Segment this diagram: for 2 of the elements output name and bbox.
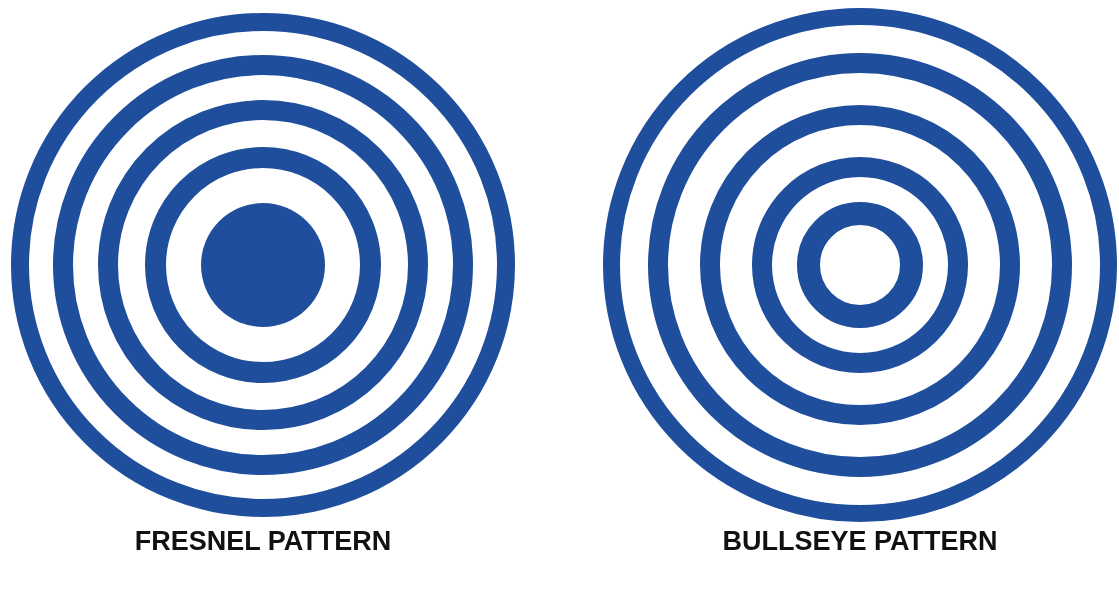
pattern-caption: BULLSEYE PATTERN (722, 526, 998, 557)
pattern-caption: FRESNEL PATTERN (134, 526, 392, 557)
